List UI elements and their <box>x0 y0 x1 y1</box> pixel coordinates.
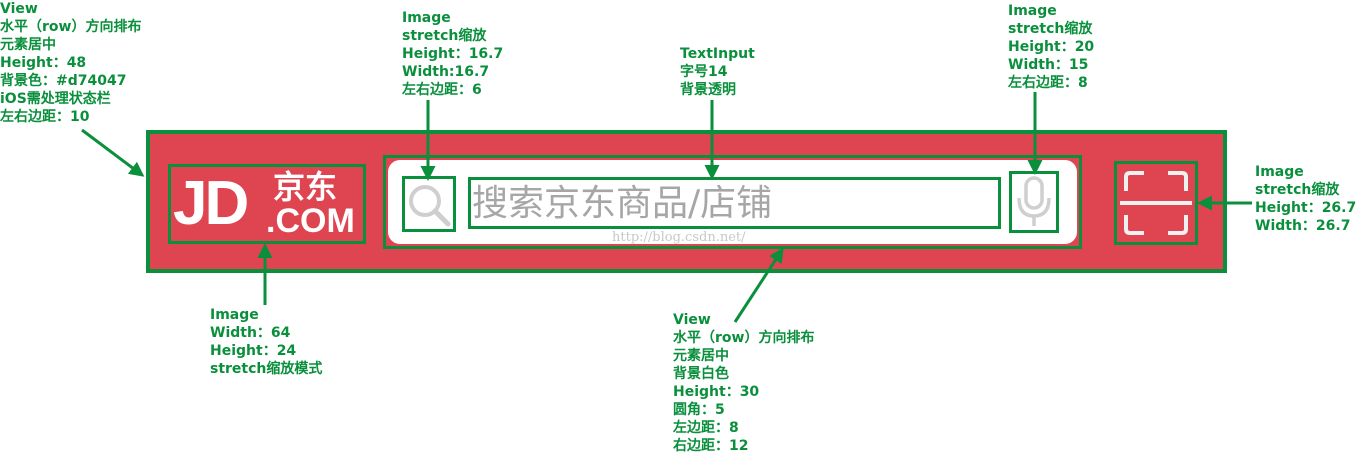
annotation-line: Height：24 <box>210 343 297 359</box>
annotation-line: 左右边距：10 <box>0 109 90 125</box>
annotation-line: Image <box>402 10 451 26</box>
annotation-logo: Image Width：64 Height：24 stretch缩放模式 <box>210 306 322 378</box>
annotation-line: 圆角：5 <box>673 402 725 418</box>
watermark-text: http://blog.csdn.net/ <box>612 230 746 245</box>
annotation-line: View <box>673 312 711 328</box>
search-input[interactable] <box>472 181 997 227</box>
annotation-line: iOS需处理状态栏 <box>0 91 111 107</box>
annotation-line: stretch缩放 <box>402 28 487 44</box>
annotation-line: Height：30 <box>673 384 760 400</box>
annotation-scan: Image stretch缩放 Height：26.7 Width：26.7 <box>1255 163 1356 235</box>
logo-highlight <box>168 164 366 244</box>
scan-icon-highlight <box>1114 161 1198 245</box>
annotation-line: Width：64 <box>210 325 291 341</box>
search-icon-highlight <box>402 176 456 232</box>
annotation-line: 左右边距：6 <box>402 82 482 98</box>
microphone-icon-highlight <box>1009 171 1059 233</box>
annotation-line: stretch缩放 <box>1255 182 1340 198</box>
annotation-line: 水平（row）方向排布 <box>673 330 815 346</box>
annotation-line: 元素居中 <box>673 348 729 364</box>
annotation-line: Height：16.7 <box>402 46 504 62</box>
annotation-line: stretch缩放 <box>1008 21 1093 37</box>
annotation-search-view: View 水平（row）方向排布 元素居中 背景白色 Height：30 圆角：… <box>673 311 814 455</box>
logo-jd-text: JD <box>173 169 249 238</box>
jd-logo[interactable]: JD 京东 .COM <box>171 167 363 241</box>
annotation-search-icon: Image stretch缩放 Height：16.7 Width:16.7 左… <box>402 9 503 99</box>
annotation-line: Height：20 <box>1008 39 1095 55</box>
annotation-line: Width：26.7 <box>1255 218 1351 234</box>
annotation-line: Width：15 <box>1008 57 1089 73</box>
annotation-line: 背景透明 <box>680 82 736 98</box>
annotation-line: 左边距：8 <box>673 420 739 436</box>
scan-icon[interactable] <box>1120 167 1192 239</box>
annotation-line: 左右边距：8 <box>1008 75 1088 91</box>
annotation-line: Width:16.7 <box>402 64 490 80</box>
arrow-to-navbar <box>81 128 145 177</box>
annotation-view-outer: View 水平（row）方向排布 元素居中 Height：48 背景色：#d74… <box>0 0 141 126</box>
annotation-line: 元素居中 <box>0 37 56 53</box>
annotation-line: 水平（row）方向排布 <box>0 19 142 35</box>
text-input-highlight <box>468 177 1001 229</box>
logo-cn-text: 京东 <box>273 169 338 205</box>
annotation-mic: Image stretch缩放 Height：20 Width：15 左右边距：… <box>1008 2 1094 92</box>
microphone-icon[interactable] <box>1014 176 1054 228</box>
annotation-line: stretch缩放模式 <box>210 361 323 377</box>
annotation-line: TextInput <box>680 46 755 62</box>
annotation-line: 右边距：12 <box>673 438 749 454</box>
annotation-line: Image <box>1255 164 1304 180</box>
annotation-text-input: TextInput 字号14 背景透明 <box>680 45 755 99</box>
annotation-line: 背景白色 <box>673 366 729 382</box>
annotation-line: View <box>0 1 38 17</box>
annotation-line: Height：26.7 <box>1255 200 1357 216</box>
annotation-line: Image <box>1008 3 1057 19</box>
logo-com-text: .COM <box>266 202 355 240</box>
annotation-line: 背景色：#d74047 <box>0 73 127 89</box>
annotation-line: 字号14 <box>680 64 728 80</box>
search-bar-highlight <box>383 155 1082 249</box>
annotation-line: Height：48 <box>0 55 87 71</box>
search-icon[interactable] <box>406 182 452 228</box>
annotation-line: Image <box>210 307 259 323</box>
